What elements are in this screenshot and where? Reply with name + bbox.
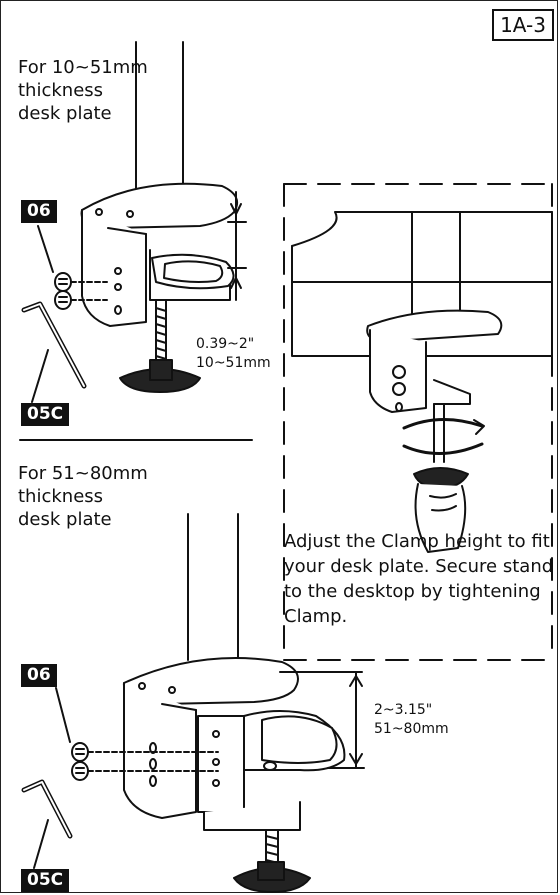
top-wrench	[21, 301, 87, 403]
top-section-heading: For 10~51mm thickness desk plate	[18, 57, 148, 124]
page-label: 1A-3	[492, 9, 554, 41]
top-screws	[37, 225, 108, 310]
callout-instruction: Adjust the Clamp height to fit your desk…	[284, 531, 554, 627]
bottom-pole	[187, 513, 239, 661]
top-dimension-mm: 10~51mm	[196, 355, 271, 371]
top-pole	[135, 41, 184, 206]
bottom-section-heading: For 51~80mm thickness desk plate	[18, 463, 148, 530]
bottom-screws	[55, 687, 219, 781]
bottom-wrench-part-label: 05C	[21, 869, 70, 892]
top-wrench-part-label: 05C	[21, 403, 70, 426]
bottom-dimension-inches: 2~3.15"	[374, 702, 433, 718]
bottom-screw-part-label: 06	[21, 664, 57, 687]
bottom-wrench	[21, 779, 73, 869]
bottom-clamp	[21, 657, 365, 893]
bottom-dimension-marker	[279, 671, 365, 769]
top-dimension-inches: 0.39~2"	[196, 336, 255, 352]
callout-desk	[291, 211, 553, 553]
top-clamp	[21, 182, 247, 403]
bottom-dimension-mm: 51~80mm	[374, 721, 449, 737]
top-screw-part-label: 06	[21, 200, 57, 223]
top-dimension-marker	[227, 191, 247, 301]
